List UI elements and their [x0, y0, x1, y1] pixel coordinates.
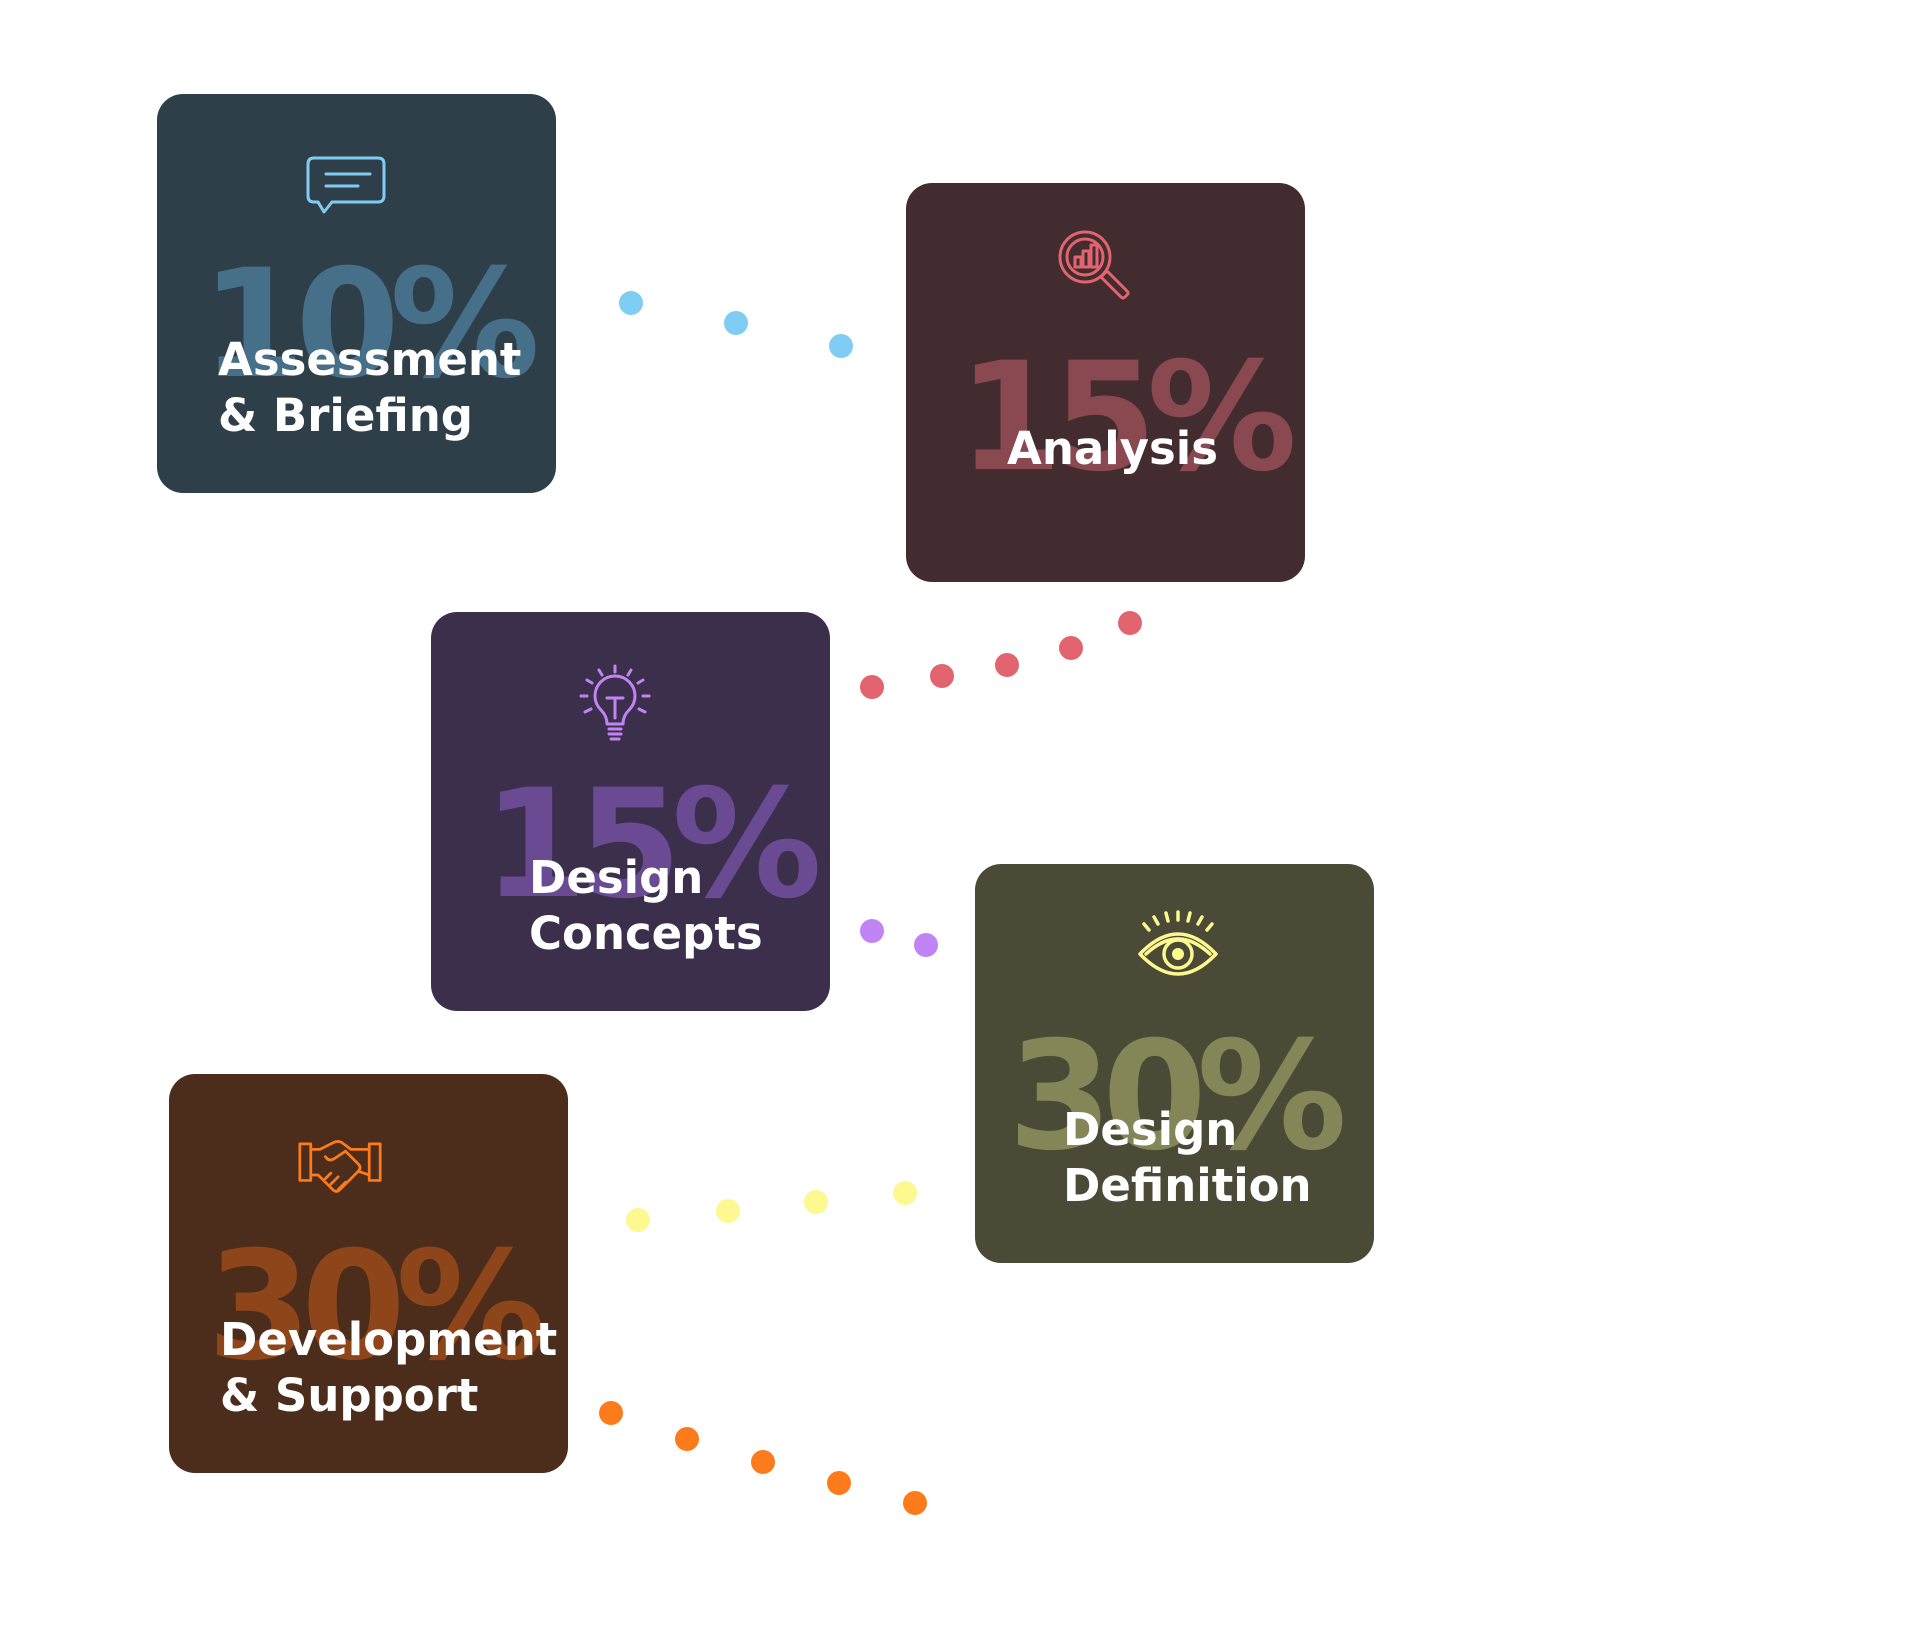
- percent-value: 15%: [958, 331, 1297, 505]
- connector-dot: [626, 1208, 650, 1232]
- card-label-line2: Concepts: [529, 907, 763, 960]
- connector-dot: [1118, 611, 1142, 635]
- card-label-line1: Development: [220, 1313, 558, 1366]
- card-label-line2: & Briefing: [218, 389, 473, 442]
- connector-dot: [903, 1491, 927, 1515]
- handshake-icon: [298, 1140, 382, 1193]
- connector-dot: [716, 1199, 740, 1223]
- card-label: Development & Support: [220, 1312, 557, 1424]
- card-label: Analysis: [1007, 421, 1218, 477]
- connector-dot: [914, 933, 938, 957]
- card-assessment-briefing: 10% Assessment & Briefing: [157, 94, 556, 493]
- percent-value: 30%: [207, 1220, 546, 1394]
- connector-dot: [930, 664, 954, 688]
- card-analysis: 15% Analysis: [906, 183, 1305, 582]
- card-design-definition: 30% Design Definition: [975, 864, 1374, 1263]
- connector-dot: [995, 653, 1019, 677]
- connector-dot: [599, 1401, 623, 1425]
- card-label-line1: Assessment: [218, 333, 522, 386]
- connector-dot: [860, 675, 884, 699]
- connector-dot: [827, 1471, 851, 1495]
- card-design-concepts: 15% Design Concepts: [431, 612, 830, 1011]
- card-label-line2: & Support: [220, 1369, 479, 1422]
- eye-icon: [1138, 910, 1218, 976]
- connector-dot: [860, 919, 884, 943]
- connector-dot: [619, 291, 643, 315]
- connector-dot: [804, 1190, 828, 1214]
- card-label-line2: Definition: [1063, 1159, 1312, 1212]
- percent-value: 10%: [201, 238, 540, 412]
- connector-dot: [751, 1450, 775, 1474]
- connector-dot: [675, 1427, 699, 1451]
- connector-dot: [893, 1181, 917, 1205]
- chat-bubble-icon: [306, 156, 386, 214]
- card-label: Design Concepts: [529, 850, 763, 962]
- lightbulb-icon: [579, 664, 651, 741]
- card-label: Assessment & Briefing: [218, 332, 521, 444]
- percent-value: 15%: [483, 758, 822, 932]
- card-label-line1: Analysis: [1007, 422, 1218, 475]
- percent-value: 30%: [1008, 1010, 1347, 1184]
- card-label-line1: Design: [1063, 1103, 1238, 1156]
- connector-dot: [829, 334, 853, 358]
- connector-dot: [724, 311, 748, 335]
- card-label: Design Definition: [1063, 1102, 1312, 1214]
- card-development-support: 30% Development & Support: [169, 1074, 568, 1473]
- connector-dot: [1059, 636, 1083, 660]
- card-label-line1: Design: [529, 851, 704, 904]
- analytics-search-icon: [1058, 230, 1130, 300]
